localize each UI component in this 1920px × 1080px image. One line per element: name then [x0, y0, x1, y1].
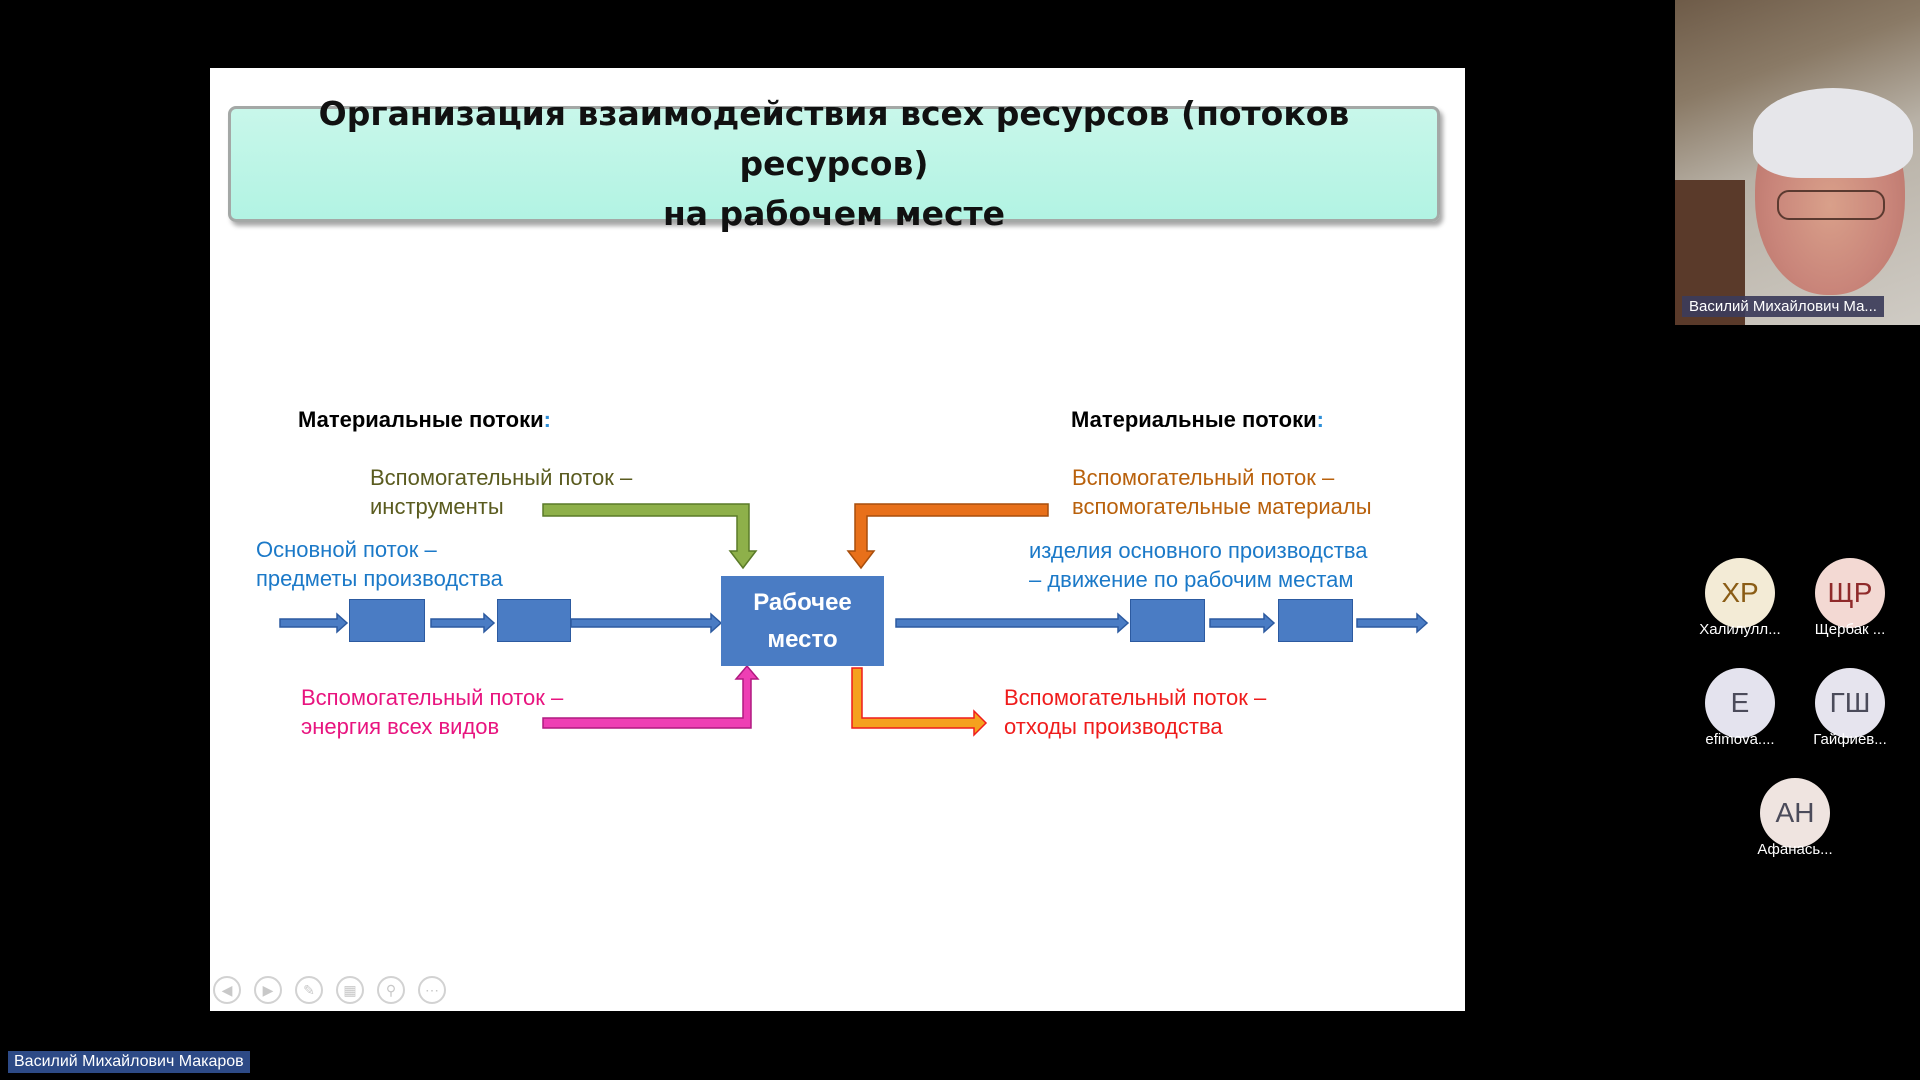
participant-name-4: Гайфиев... [1813, 731, 1887, 748]
main-flow-label-line-1: Основной поток – [256, 537, 437, 562]
products-label-line-1: изделия основного производства [1029, 538, 1368, 563]
slide-title-line-1: Организация взаимодействия всех ресурсов… [318, 94, 1350, 183]
output-arrow-1 [895, 612, 1130, 634]
zoom-icon[interactable]: ⚲ [377, 976, 405, 1004]
participant-name-1: Халилулл... [1699, 621, 1781, 638]
presentation-slide: Организация взаимодействия всех ресурсов… [210, 68, 1465, 1011]
input-arrow-2 [430, 612, 496, 634]
speaker-nameplate: Василий Михайлович Ма... [1682, 296, 1884, 317]
participant-avatar-3[interactable]: Е [1705, 668, 1775, 738]
output-arrow-3 [1356, 612, 1429, 634]
left-header-text: Материальные потоки [298, 407, 544, 432]
slide-title: Организация взаимодействия всех ресурсов… [231, 89, 1437, 239]
speaker-hair [1753, 88, 1913, 178]
energy-label-line-2: энергия всех видов [301, 714, 500, 739]
energy-label: Вспомогательный поток – энергия всех вид… [301, 683, 563, 741]
speaker-glasses [1777, 190, 1885, 220]
slides-icon[interactable]: ▦ [336, 976, 364, 1004]
workplace-label-2: место [767, 626, 838, 653]
participant-name-3: efimova.... [1705, 731, 1775, 748]
right-header: Материальные потоки: [1071, 405, 1324, 434]
participant-name-5: Афанась... [1757, 841, 1833, 858]
aux-material-label-line-1: Вспомогательный поток – [1072, 465, 1335, 490]
next-icon[interactable]: ▶ [254, 976, 282, 1004]
waste-label-line-2: отходы производства [1004, 714, 1223, 739]
energy-label-line-1: Вспомогательный поток – [301, 685, 564, 710]
main-flow-label-line-2: предметы производства [256, 566, 503, 591]
tools-label-line-2: инструменты [370, 494, 504, 519]
tools-label-line-1: Вспомогательный поток – [370, 465, 633, 490]
main-flow-label: Основной поток – предметы производства [256, 535, 503, 593]
slide-title-line-2: на рабочем месте [662, 194, 1006, 233]
more-icon[interactable]: ⋯ [418, 976, 446, 1004]
workplace-box: Рабочее место [721, 576, 884, 666]
output-step-box-1 [1130, 599, 1205, 642]
flow-arrows [279, 503, 1429, 737]
participant-avatar-1[interactable]: ХР [1705, 558, 1775, 628]
energy-arrow [542, 664, 760, 729]
right-header-colon: : [1316, 407, 1324, 432]
prev-icon[interactable]: ◀ [213, 976, 241, 1004]
participant-avatar-2[interactable]: ЩР [1815, 558, 1885, 628]
workplace-label-1: Рабочее [753, 589, 852, 616]
input-arrow-1 [279, 612, 349, 634]
products-label-line-2: – движение по рабочим местам [1029, 567, 1354, 592]
aux-material-label-line-2: вспомогательные материалы [1072, 494, 1372, 519]
aux-material-label: Вспомогательный поток – вспомогательные … [1072, 463, 1372, 521]
participant-avatar-5[interactable]: АН [1760, 778, 1830, 848]
left-header: Материальные потоки: [298, 405, 551, 434]
input-step-box-2 [497, 599, 571, 642]
products-label: изделия основного производства – движени… [1029, 536, 1368, 594]
presenter-name-label: Василий Михайлович Макаров [8, 1051, 250, 1073]
output-arrow-2 [1209, 612, 1276, 634]
participant-avatar-4[interactable]: ГШ [1815, 668, 1885, 738]
left-header-colon: : [543, 407, 551, 432]
waste-label-line-1: Вспомогательный поток – [1004, 685, 1267, 710]
participant-name-2: Щербак ... [1814, 621, 1886, 638]
input-arrow-3 [570, 612, 723, 634]
slide-title-box: Организация взаимодействия всех ресурсов… [228, 94, 1440, 233]
waste-label: Вспомогательный поток – отходы производс… [1004, 683, 1266, 741]
waste-arrow [851, 667, 988, 737]
pen-icon[interactable]: ✎ [295, 976, 323, 1004]
tools-label: Вспомогательный поток – инструменты [370, 463, 632, 521]
input-step-box-1 [349, 599, 425, 642]
speaker-video[interactable]: Василий Михайлович Ма... [1675, 0, 1920, 325]
right-header-text: Материальные потоки [1071, 407, 1317, 432]
tools-arrow [542, 503, 758, 570]
aux-material-arrow [846, 503, 1049, 570]
output-step-box-2 [1278, 599, 1353, 642]
